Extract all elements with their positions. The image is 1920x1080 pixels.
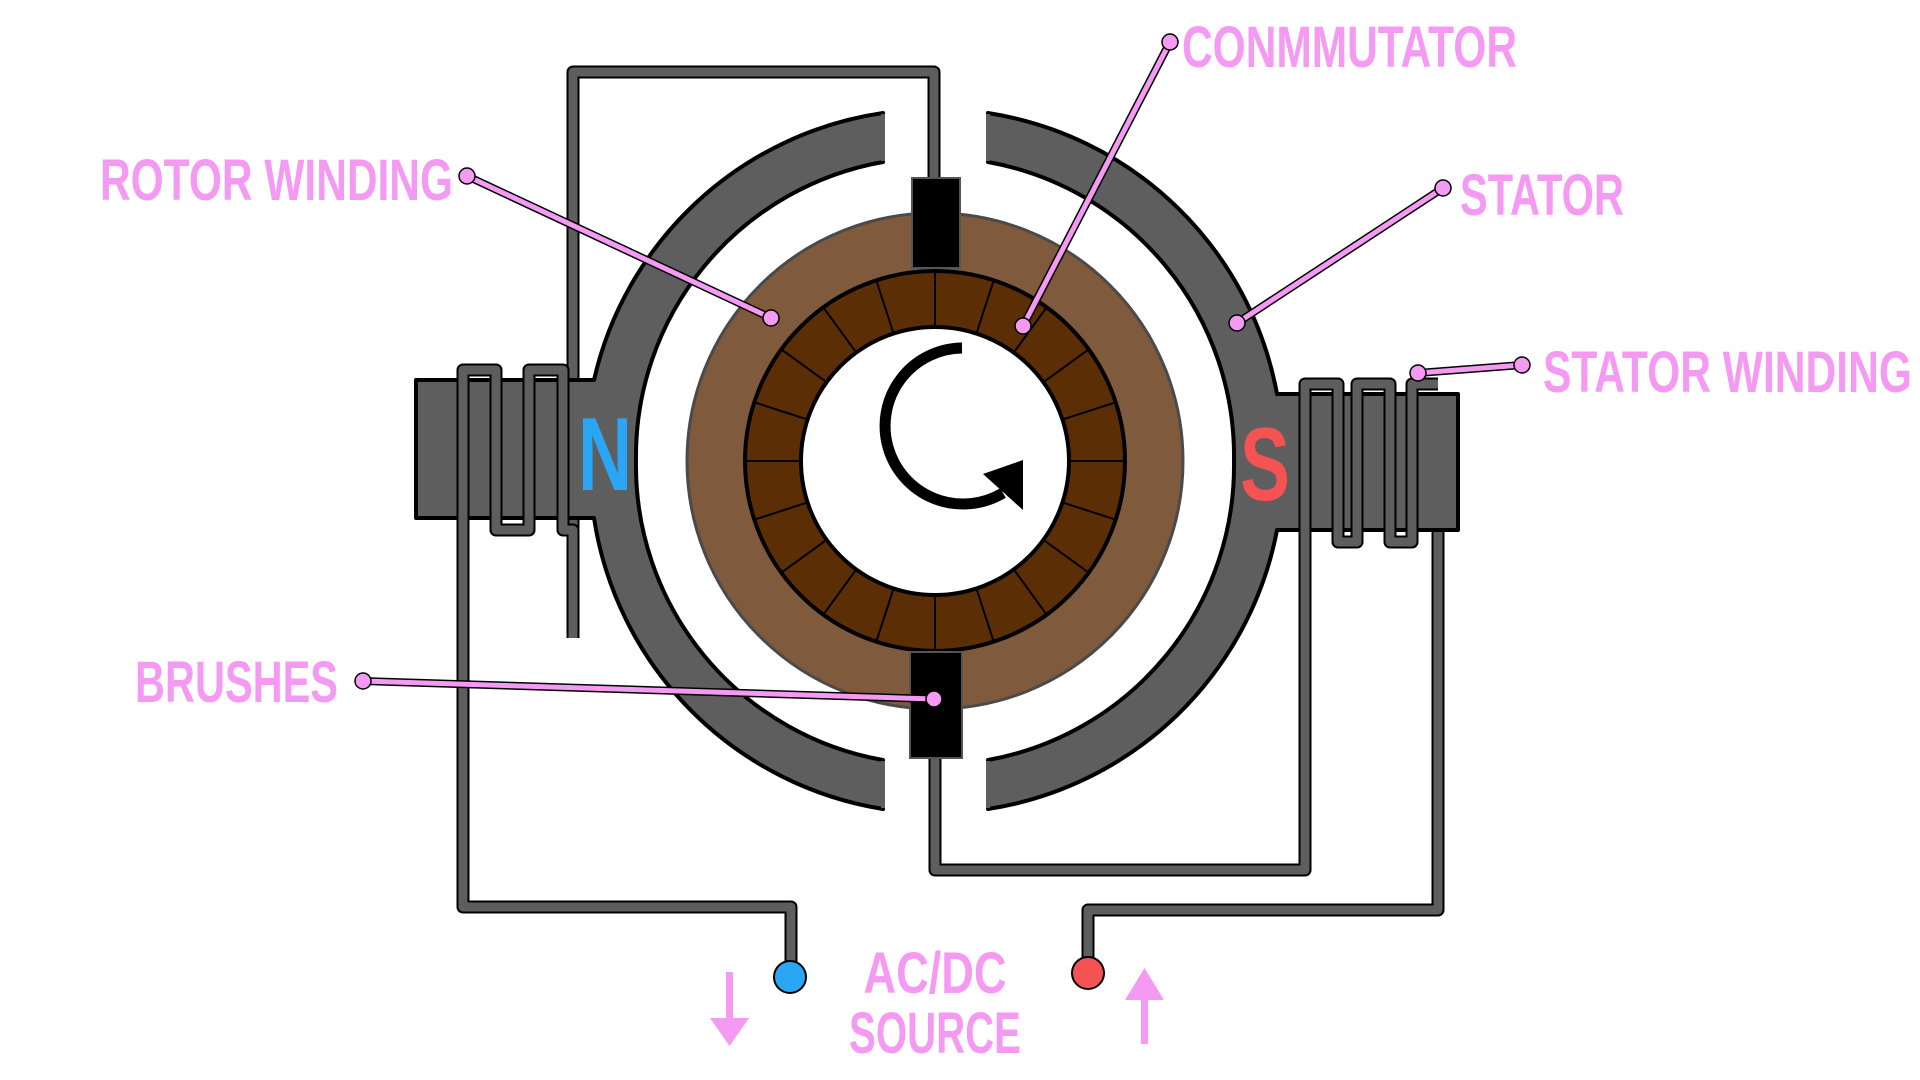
leader-rotor-winding-dot [458,167,476,185]
leader-stator-dot [1228,314,1246,332]
leader-brushes-dot [925,690,943,708]
commutator-segments [745,271,1125,651]
commutator-segment-divider [975,588,995,643]
commutator-segment-divider [1062,401,1117,421]
leader-brushes-dot [354,672,372,690]
commutator-segment-divider [1042,348,1090,384]
commutator-segment-divider [875,279,895,334]
current-up-arrow-icon [1125,968,1164,1044]
commutator-segment-divider [1042,538,1090,574]
leader-commutator-dot [1161,33,1179,51]
stator-winding-right [1298,377,1438,650]
south-pole-label: S [1240,407,1290,523]
commutator-segment-divider [1062,501,1117,521]
commutator-segment-divider [875,588,895,643]
stator-right-half [986,111,1460,811]
commutator-segment-divider [780,348,828,384]
leader-commutator-dot [1014,317,1032,335]
north-pole-label: N [578,397,632,513]
wire-right-to-terminal-fill [1083,520,1443,965]
wire-top-loop-fill [568,67,939,528]
brush-top [911,177,961,269]
rotation-arrow-icon [879,342,1023,510]
wiring [456,65,1445,970]
stator-winding-left [456,363,580,638]
label-stator-winding: STATOR WINDING [1543,340,1912,405]
label-source-line2: SOURCE [849,1001,1021,1066]
commutator-segment-divider [753,401,808,421]
leader-brushes [360,678,937,702]
label-stator: STATOR [1460,163,1624,228]
label-commutator: CONMMUTATOR [1182,15,1517,80]
winding-coil [458,365,578,638]
stator [414,111,1460,811]
positive-terminal[interactable] [1071,956,1105,990]
label-source-line1: AC/DC [864,941,1007,1006]
winding-coil [1300,379,1438,650]
leader-stator-winding-dot [1513,356,1531,374]
leader-stator [1234,185,1446,326]
current-down-arrow-icon [710,972,749,1046]
label-brushes: BRUSHES [135,650,338,715]
wire-left-to-terminal-fill [458,520,796,970]
commutator-segment-divider [753,501,808,521]
commutator-segment-divider [822,306,858,354]
label-rotor-winding: ROTOR WINDING [100,148,453,213]
callout-leaders [354,33,1531,708]
leader-rotor-winding [464,173,774,321]
leader-stator-dot [1434,179,1452,197]
commutator-segment-divider [975,279,995,334]
commutator-segment-divider [1012,568,1048,616]
wire-bottom-brush-fill [930,530,1310,875]
commutator-segment-divider [822,568,858,616]
commutator-segment-divider [780,538,828,574]
leader-stator-winding [1415,362,1525,376]
leader-stator-winding-dot [1409,364,1427,382]
leader-rotor-winding-dot [762,309,780,327]
leader-commutator [1020,39,1173,329]
shaft-area [799,325,1071,597]
stator-left-half [414,111,885,811]
negative-terminal[interactable] [773,960,807,994]
